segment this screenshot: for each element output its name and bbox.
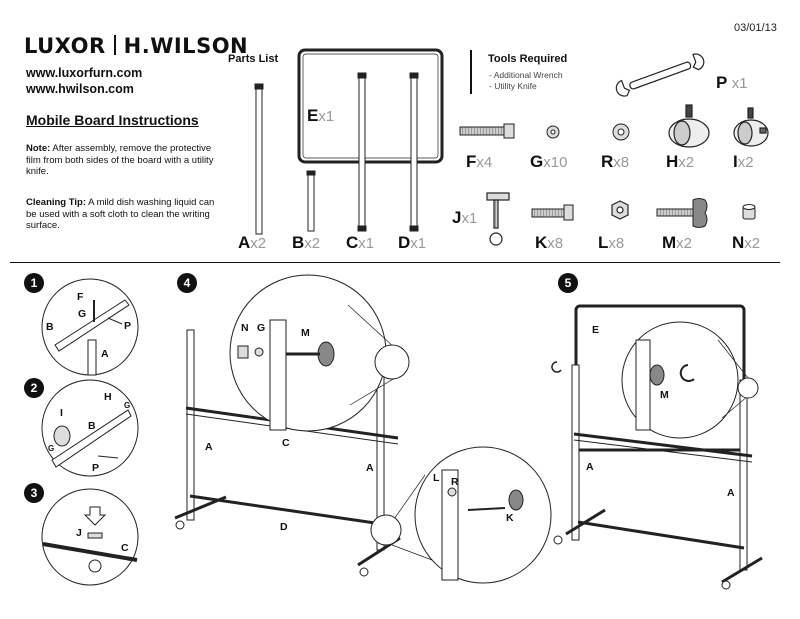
caster-h-icon xyxy=(668,104,710,148)
brand-logo: LUXOR H.WILSON xyxy=(24,34,248,58)
part-label-e: Ex1 xyxy=(307,106,335,125)
s4-label-n: N xyxy=(241,322,249,334)
hw-label-n: Nx2 xyxy=(732,233,761,252)
part-label-a: Ax2 xyxy=(238,233,267,252)
hw-label-g: Gx10 xyxy=(530,152,568,171)
nut-l-icon xyxy=(611,200,629,220)
step4-frame xyxy=(174,274,552,584)
s2-label-b: B xyxy=(88,420,96,432)
washer-r-icon xyxy=(612,123,630,141)
note-text: After assembly, remove the protective fi… xyxy=(26,143,214,177)
s4-label-c: C xyxy=(282,437,290,449)
s1-label-f: F xyxy=(77,291,84,303)
s3-label-j: J xyxy=(76,527,82,539)
note-label: Note: xyxy=(26,143,51,154)
s4-label-g: G xyxy=(257,322,266,334)
step1-detail xyxy=(41,278,139,376)
document-date: 03/01/13 xyxy=(734,22,777,34)
assembly-note: Note: After assembly, remove the protect… xyxy=(26,143,216,178)
s5-label-a-right: A xyxy=(727,487,735,499)
part-b-bar xyxy=(306,170,316,232)
step-5-badge: 5 xyxy=(558,273,578,293)
step3-detail xyxy=(41,488,139,586)
bolt-k-icon xyxy=(531,204,574,221)
part-label-d: Dx1 xyxy=(398,233,427,252)
step-1-badge: 1 xyxy=(24,273,44,293)
bolt-f-icon xyxy=(459,123,515,139)
section-divider xyxy=(10,262,780,263)
logo-divider xyxy=(113,35,116,55)
hook-j-icon xyxy=(486,192,510,246)
url-hwilson[interactable]: www.hwilson.com xyxy=(26,82,134,96)
hw-label-p: P x1 xyxy=(716,73,748,92)
hw-label-m: Mx2 xyxy=(662,233,693,252)
part-d-pole xyxy=(409,72,419,232)
brand-luxor: LUXOR xyxy=(24,34,106,58)
s4-label-l: L xyxy=(433,472,440,484)
nut-n-icon xyxy=(742,204,756,220)
s2-label-g-bottom: G xyxy=(48,444,55,453)
step-2-badge: 2 xyxy=(24,378,44,398)
hw-label-k: Kx8 xyxy=(535,233,564,252)
brand-hwilson: H.WILSON xyxy=(123,34,249,58)
s4-label-r: R xyxy=(451,476,459,488)
s2-label-h: H xyxy=(104,391,112,403)
step2-detail xyxy=(41,379,139,477)
s4-label-m: M xyxy=(301,327,310,339)
caster-i-icon xyxy=(733,107,769,147)
s1-label-a: A xyxy=(101,348,109,360)
s5-label-a-left: A xyxy=(586,461,594,473)
s4-label-d: D xyxy=(280,521,288,533)
hw-label-f: Fx4 xyxy=(466,152,493,171)
s1-label-g: G xyxy=(78,308,87,320)
s3-label-c: C xyxy=(121,542,129,554)
part-e-board xyxy=(297,48,444,164)
s1-label-p: P xyxy=(124,320,132,332)
s5-label-e: E xyxy=(592,324,600,336)
s2-label-i: I xyxy=(60,407,63,419)
s4-label-k: K xyxy=(506,512,514,524)
tools-divider xyxy=(470,50,472,94)
hw-label-i: Ix2 xyxy=(733,152,754,171)
part-a-leg xyxy=(254,83,264,235)
hw-label-r: Rx8 xyxy=(601,152,630,171)
cleaning-text: A mild dish washing liquid can be used w… xyxy=(26,197,215,231)
hw-label-l: Lx8 xyxy=(598,233,625,252)
s2-label-g-top: G xyxy=(124,401,131,410)
parts-list-title: Parts List xyxy=(228,53,279,65)
s1-label-b: B xyxy=(46,321,54,333)
hw-label-h: Hx2 xyxy=(666,152,695,171)
step-3-badge: 3 xyxy=(24,483,44,503)
step5-frame xyxy=(551,304,763,590)
part-label-b: Bx2 xyxy=(292,233,321,252)
hw-label-j: Jx1 xyxy=(452,208,478,227)
washer-g-icon xyxy=(546,125,560,139)
instructions-title: Mobile Board Instructions xyxy=(26,112,199,128)
s2-label-p: P xyxy=(92,462,100,474)
cleaning-tip: Cleaning Tip: A mild dish washing liquid… xyxy=(26,197,216,232)
wrench-p-icon xyxy=(615,53,705,97)
part-c-pole xyxy=(357,72,367,232)
knob-m-icon xyxy=(656,198,708,228)
tool-wrench: - Additional Wrench xyxy=(489,70,563,80)
url-luxor[interactable]: www.luxorfurn.com xyxy=(26,66,143,80)
step-4-badge: 4 xyxy=(177,273,197,293)
tool-knife: - Utility Knife xyxy=(489,81,537,91)
s4-label-a-right: A xyxy=(366,462,374,474)
tools-title: Tools Required xyxy=(488,53,568,65)
cleaning-label: Cleaning Tip: xyxy=(26,197,86,208)
part-label-c: Cx1 xyxy=(346,233,375,252)
s5-label-m: M xyxy=(660,389,669,401)
s4-label-a-left: A xyxy=(205,441,213,453)
